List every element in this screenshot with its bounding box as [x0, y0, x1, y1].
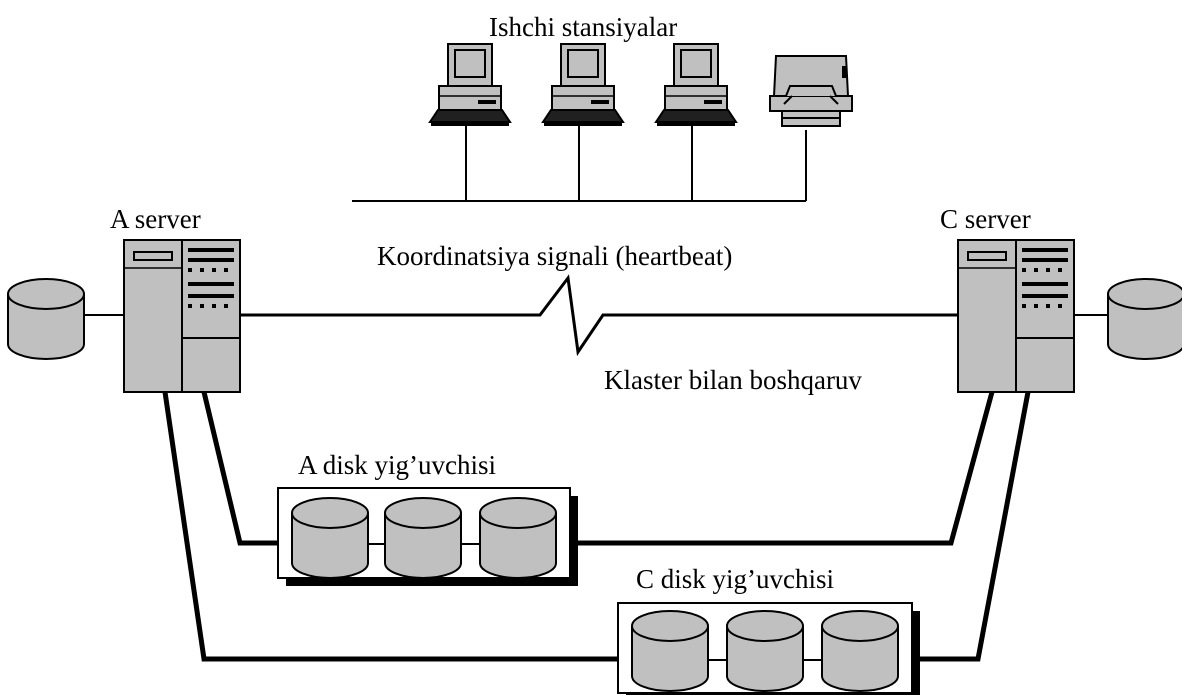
- disk-array-c: [617, 602, 920, 700]
- server-c-label: C server: [940, 204, 1031, 234]
- workstations-label: Ishchi stansiyalar: [489, 12, 678, 42]
- server-a-icon: [123, 239, 241, 393]
- array-a-disk-2-icon: [384, 497, 462, 579]
- heartbeat-label: Koordinatsiya signali (heartbeat): [377, 241, 733, 271]
- server-a-label: A server: [110, 204, 201, 234]
- server-c-icon: [957, 239, 1075, 393]
- workstation-3-icon: [655, 43, 737, 127]
- array-c-disk-3-icon: [821, 610, 899, 692]
- disk-array-c-label: C disk yig’uvchisi: [636, 564, 835, 594]
- cluster-management-label: Klaster bilan boshqaruv: [604, 365, 862, 395]
- workstation-2-icon: [542, 43, 624, 127]
- array-c-disk-1-icon: [631, 610, 709, 692]
- storage-links: [162, 391, 1031, 662]
- array-a-disk-1-icon: [291, 497, 369, 579]
- disk-array-a: [277, 487, 578, 586]
- server-a-local-disk-icon: [7, 278, 85, 360]
- array-c-disk-2-icon: [726, 610, 804, 692]
- server-c-local-disk-icon: [1107, 278, 1182, 360]
- disk-array-a-label: A disk yig’uvchisi: [298, 450, 497, 480]
- heartbeat-line: [238, 274, 958, 357]
- printer-icon: [769, 55, 853, 127]
- array-a-disk-3-icon: [479, 497, 557, 579]
- workstation-1-icon: [429, 43, 511, 127]
- lan-bus: [352, 123, 807, 202]
